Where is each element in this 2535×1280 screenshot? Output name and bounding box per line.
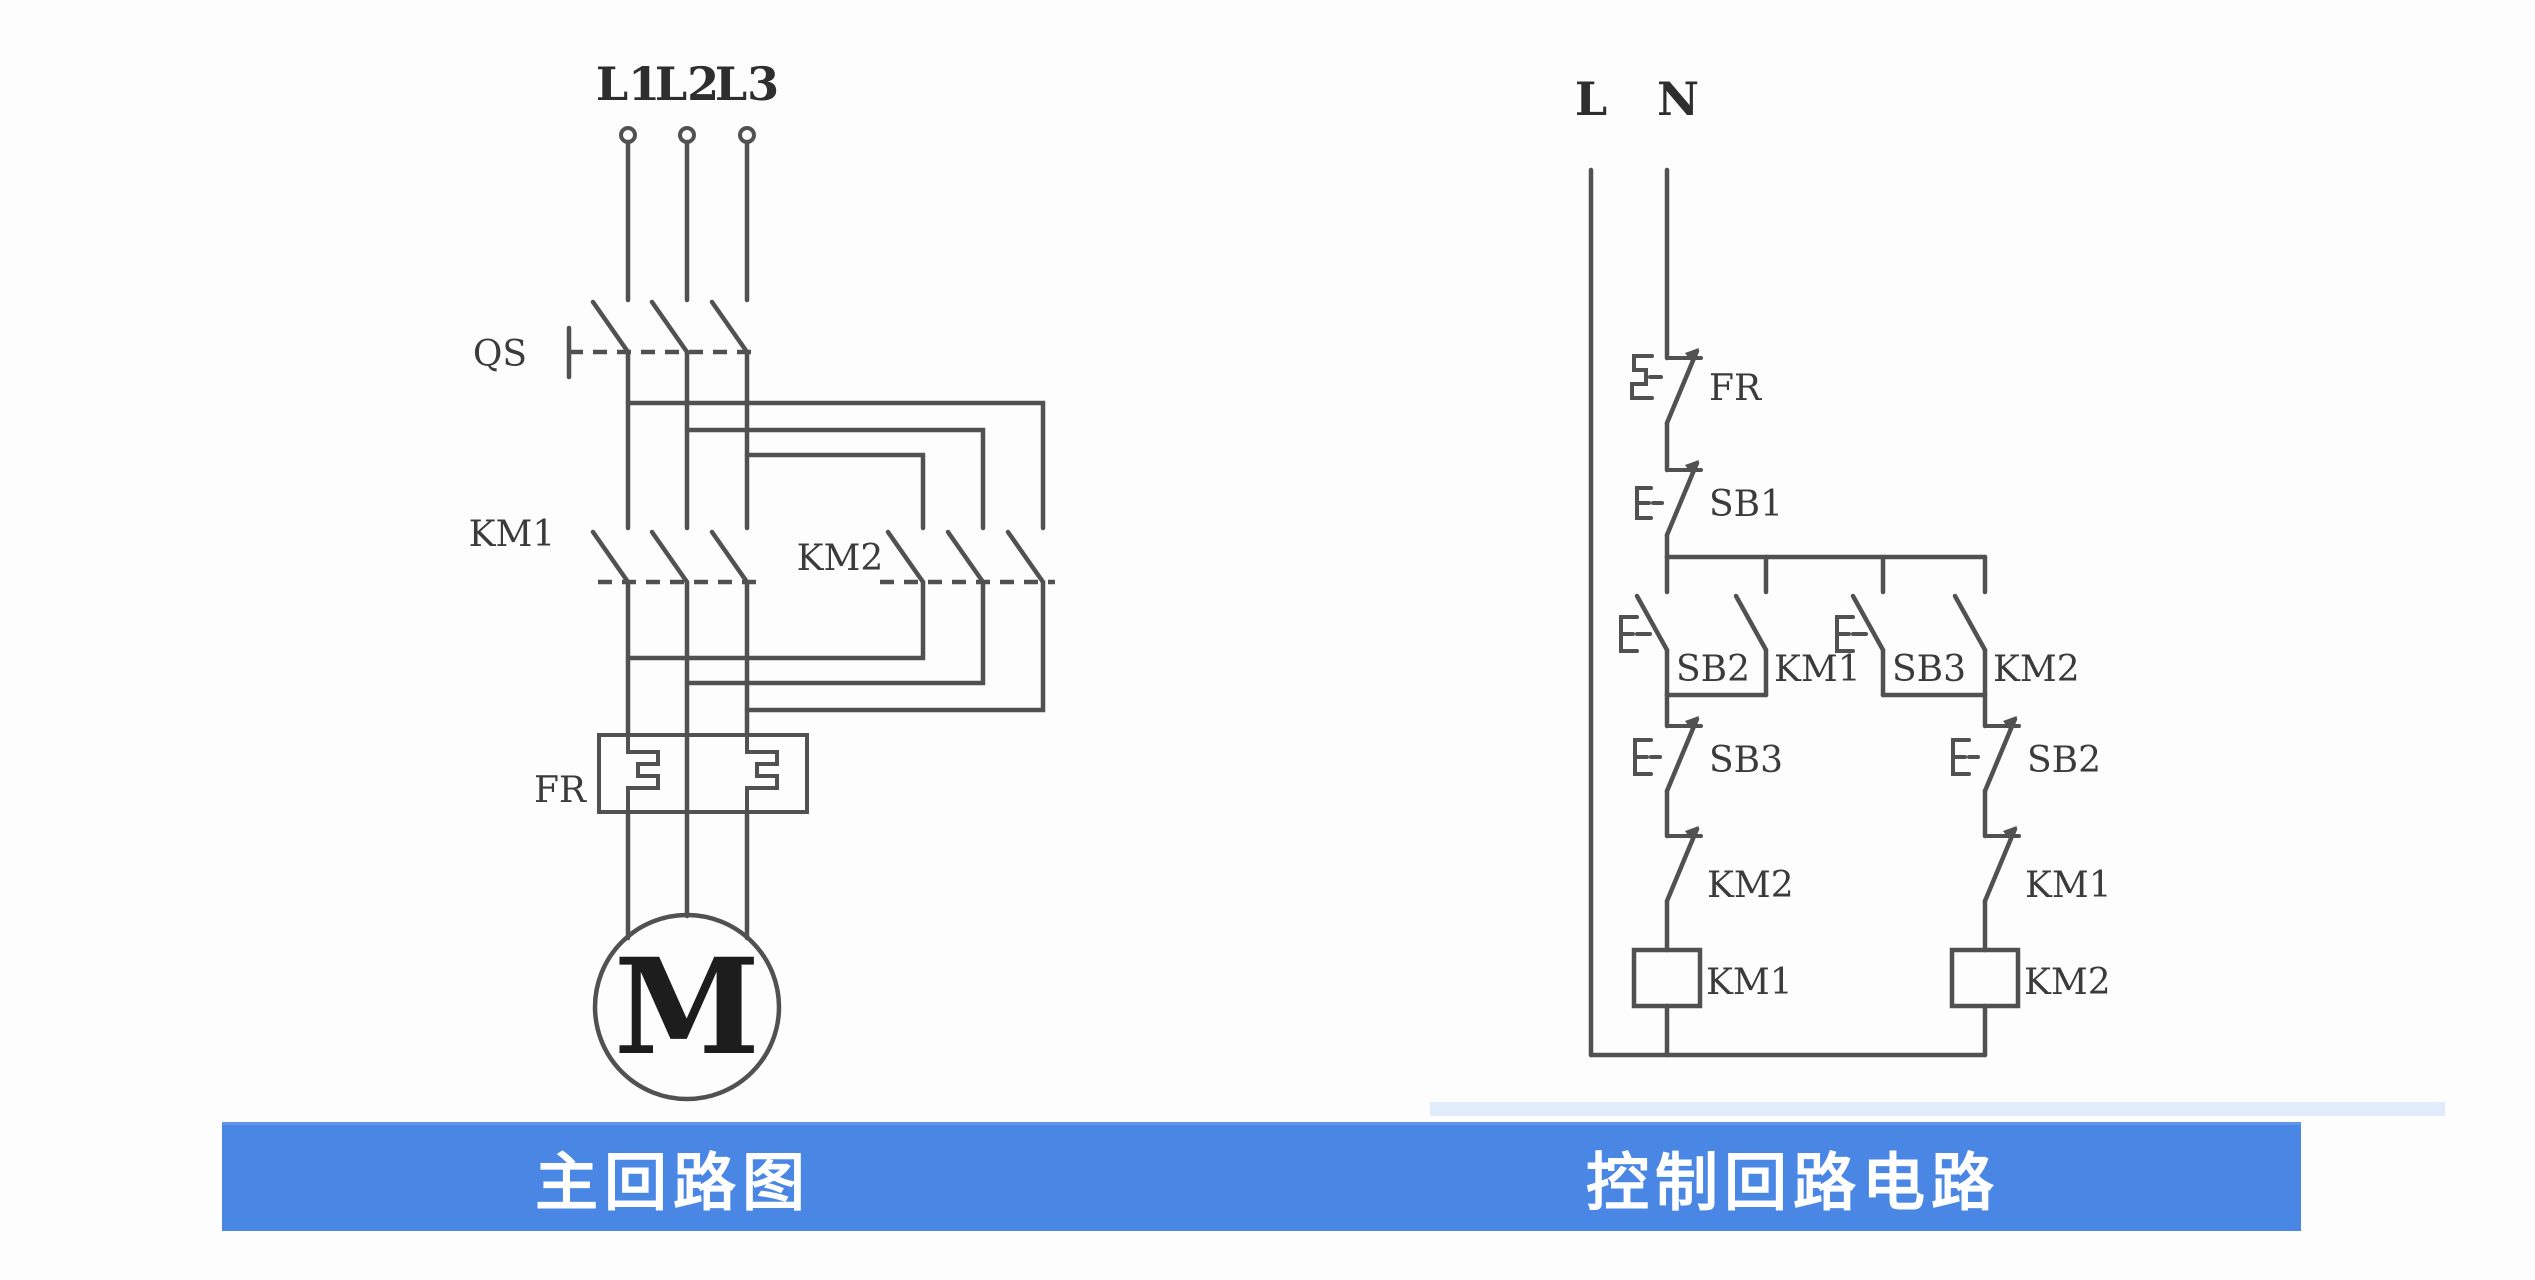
phase-l1-label: L1	[596, 57, 660, 111]
km2-nc-interlock: KM2	[1664, 788, 1794, 906]
sb3-start-button: SB3	[1835, 554, 1966, 698]
main-circuit: L1 L2 L3 QS	[469, 57, 1055, 1102]
fr-box	[597, 733, 809, 814]
motor-letter: M	[614, 930, 760, 1085]
control-circuit: L N FR SB1	[1575, 72, 2112, 1058]
km1-label: KM1	[469, 514, 556, 555]
sb3-interlock-button: SB3	[1633, 692, 1783, 794]
fr-nc-contact: FR	[1630, 348, 1762, 426]
sb3-interlock-label: SB3	[1709, 740, 1783, 781]
km2-crossover-feeds	[625, 400, 1046, 531]
banner-top-streak	[1430, 1102, 2445, 1116]
km1-seal-in-contact: KM1	[1733, 554, 1861, 698]
km2-return-wires	[625, 579, 1046, 713]
sb1-stop-button: SB1	[1635, 460, 1783, 538]
phase-terminals	[619, 126, 756, 303]
km1-main-contacts: KM1	[469, 514, 760, 585]
banner: 主回路图 控制回路电路	[222, 1122, 2301, 1231]
km2-coil-box	[1949, 947, 2021, 1009]
sb2-stop-cap	[1951, 738, 1971, 776]
qs-label: QS	[473, 334, 527, 375]
sb2-start-button: SB2	[1619, 554, 1750, 698]
km1-coil-label: KM1	[1706, 962, 1793, 1003]
km2-main-contacts: KM2	[797, 529, 1055, 585]
qs-disconnect-switch: QS	[473, 299, 755, 380]
sb3-button-cap	[1835, 615, 1855, 653]
km2-interlock-label: KM2	[1707, 865, 1794, 906]
fr-label: FR	[534, 770, 587, 811]
neutral-n-label: N	[1657, 72, 1699, 126]
fr-heater-element-1	[626, 733, 660, 814]
phase-l2-label: L2	[655, 57, 719, 111]
sb3-stop-cap	[1633, 738, 1653, 776]
motor-circle	[592, 912, 782, 1102]
sb3-start-label: SB3	[1892, 649, 1966, 690]
km2-coil: KM2	[1949, 898, 2111, 1058]
fr-heater-element-2	[745, 733, 779, 814]
km2-seal-in-label: KM2	[1993, 649, 2080, 690]
sb2-start-label: SB2	[1676, 649, 1750, 690]
fr-trip-symbol	[1630, 354, 1654, 400]
main-circuit-title: 主回路图	[535, 1146, 811, 1220]
sb1-button-cap	[1635, 486, 1653, 520]
km1-coil-box	[1631, 947, 1703, 1009]
fr-contact-label: FR	[1709, 368, 1762, 409]
sb1-label: SB1	[1709, 484, 1783, 525]
motor: M	[592, 809, 782, 1102]
km2-coil-label: KM2	[2024, 962, 2111, 1003]
phase-l3-label: L3	[715, 57, 779, 111]
sb2-interlock-label: SB2	[2027, 740, 2101, 781]
sb2-button-cap	[1619, 615, 1639, 653]
control-circuit-title: 控制回路电路	[1586, 1146, 2000, 1220]
km1-coil: KM1	[1631, 898, 1793, 1058]
fr-thermal-relay: FR	[534, 579, 809, 919]
line-l-label: L	[1575, 72, 1607, 126]
km1-interlock-label: KM1	[2025, 865, 2112, 906]
km1-nc-interlock: KM1	[1982, 788, 2112, 906]
km1-seal-in-label: KM1	[1774, 649, 1861, 690]
sb2-interlock-button: SB2	[1951, 692, 2101, 794]
km2-label: KM2	[797, 538, 884, 579]
km2-seal-in-contact: KM2	[1952, 554, 2080, 698]
